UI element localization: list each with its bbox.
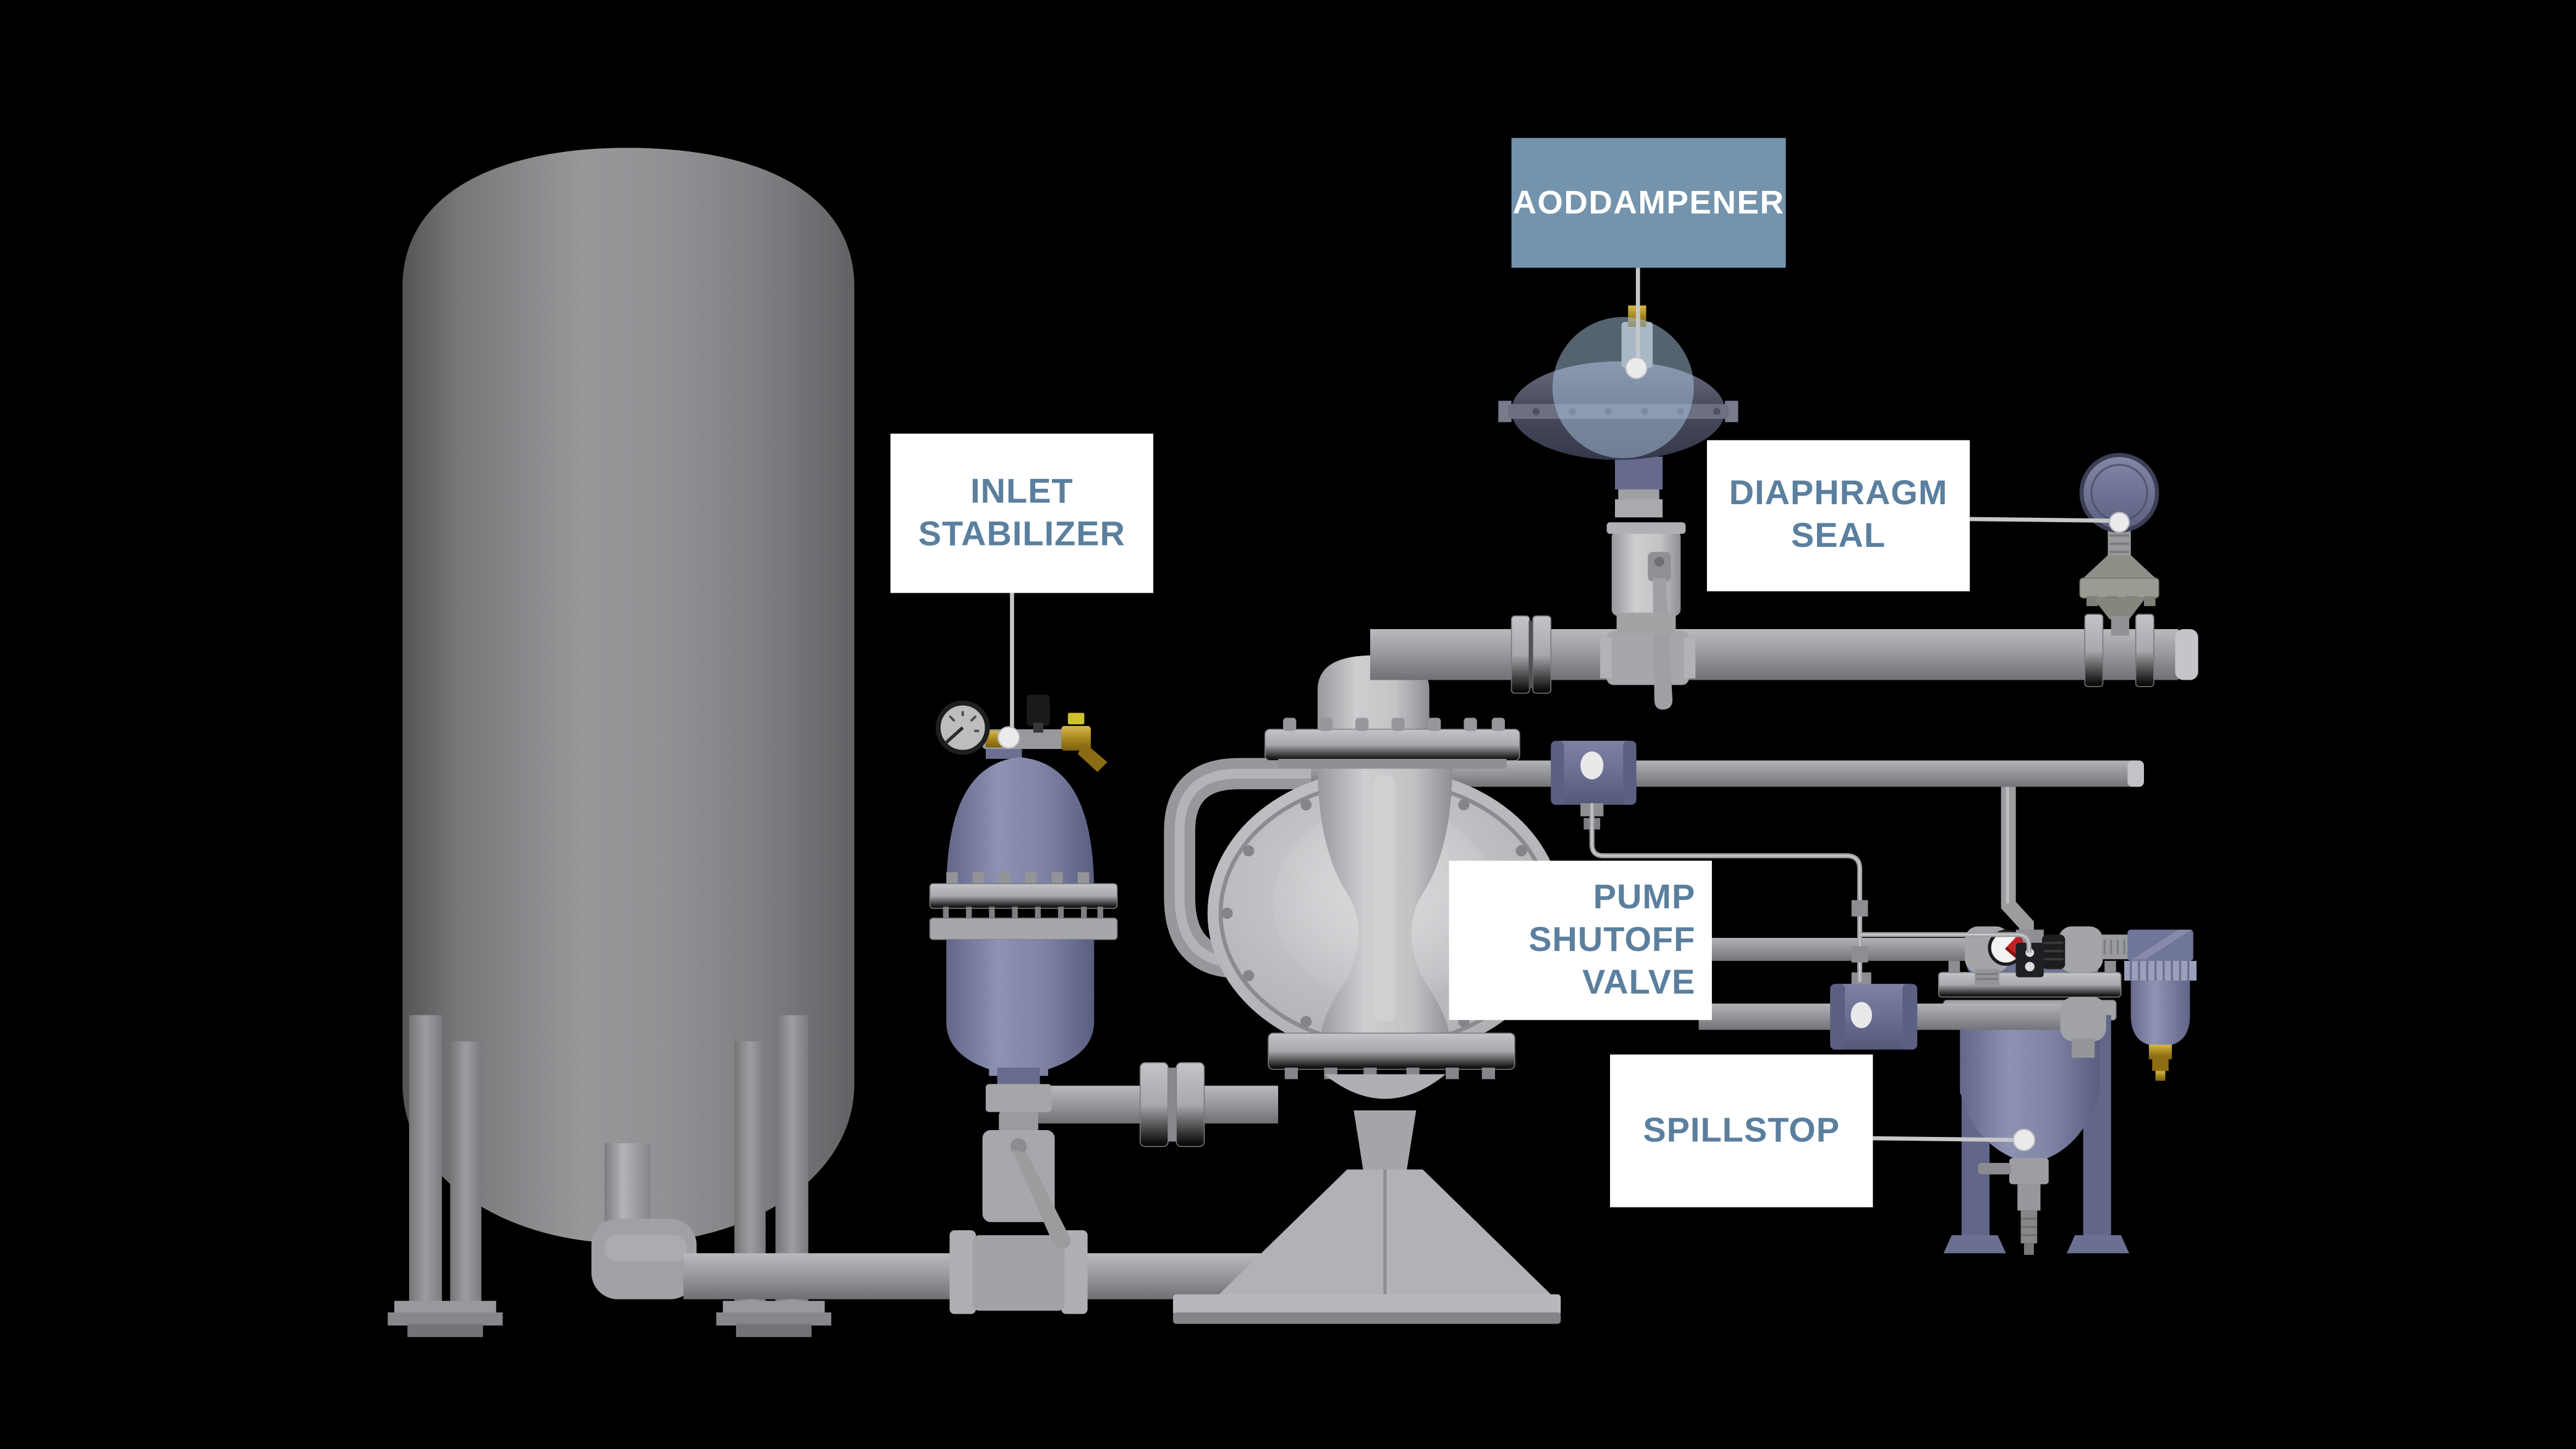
pipe-coupling-flange	[1139, 1062, 1169, 1147]
air-sensing-tubing	[1589, 803, 2032, 982]
callout-pump-shutoff-valve: PUMP SHUTOFF VALVE	[1449, 860, 1712, 1020]
valve-lever	[1012, 1149, 1071, 1249]
stabilizer-flange	[929, 872, 1118, 940]
pump-suction-pipe	[1032, 1062, 1279, 1147]
spillstop-right-elbow	[2058, 926, 2131, 973]
pipe-flange-pair	[1510, 615, 1552, 694]
tank-body	[402, 148, 855, 1244]
dampener-neck	[1615, 456, 1663, 490]
dampener-valve-lever	[1653, 578, 1673, 710]
callout-leader-lines	[1010, 268, 2113, 1143]
callout-aoddampener: AODDAMPENER	[1511, 138, 1786, 268]
spillstop-drain-valve	[1978, 1158, 2049, 1255]
callout-spillstop: SPILLSTOP	[1610, 1054, 1873, 1207]
seal-housing-cone	[2083, 555, 2156, 578]
pump-shutoff-valve-lower-line	[1698, 972, 2106, 1058]
stabilizer-pressure-gauge	[935, 700, 990, 755]
inlet-stabilizer	[929, 695, 1118, 1112]
callout-pump-line3: VALVE	[1582, 963, 1696, 1002]
callout-diaphragm-seal: DIAPHRAGM SEAL	[1706, 440, 1970, 591]
seal-housing-flange	[2079, 577, 2159, 599]
pipe-coupling-flange	[1176, 1062, 1205, 1147]
filter-bowl	[2130, 980, 2190, 1047]
aod-dampener	[1498, 305, 1739, 710]
gauge-top-valve-knob	[1027, 695, 1050, 726]
elbow-highlight	[604, 1235, 687, 1262]
callout-inlet-line2: STABILIZER	[918, 515, 1125, 553]
spillstop-cone	[1960, 1091, 2100, 1160]
valve-indicator-dot	[1850, 1002, 1873, 1029]
dampener-tee	[1606, 630, 1689, 685]
pump-top-flange	[1265, 717, 1520, 769]
callout-aoddampener-label: AODDAMPENER	[1512, 185, 1785, 221]
storage-tank	[388, 148, 855, 1337]
callout-pump-line1: PUMP	[1593, 877, 1696, 916]
callout-diaphragm-line1: DIAPHRAGM	[1729, 475, 1948, 513]
callout-pump-line2: SHUTOFF	[1528, 920, 1696, 959]
spillstop-inlet-pipe	[1672, 937, 1972, 961]
pump-bottom-flange	[1268, 1033, 1515, 1099]
callout-spillstop-label: SPILLSTOP	[1643, 1111, 1841, 1149]
callout-inlet-line1: INLET	[970, 472, 1074, 510]
filter-drain-brass	[2148, 1044, 2172, 1060]
diaphragm-seal-assembly	[2079, 452, 2159, 636]
callout-diaphragm-line2: SEAL	[1790, 517, 1886, 556]
stabilizer-dome	[946, 757, 1095, 894]
top-discharge-pipe	[1370, 614, 2198, 694]
pump-center-column	[1317, 765, 1452, 1034]
stabilizer-drain-valve	[949, 1110, 1088, 1314]
pump-shutoff-valve-lower	[1830, 972, 1918, 1050]
tank-outlet-pipe	[604, 1143, 651, 1229]
air-filter	[2124, 929, 2197, 1081]
seal-tee-flanges	[2084, 614, 2154, 687]
callout-anchor-dots	[997, 357, 2130, 1152]
callout-inlet-stabilizer: INLET STABILIZER	[890, 433, 1154, 593]
stabilizer-lower-body	[946, 939, 1095, 1076]
dampener-highlight-circle	[1552, 317, 1694, 458]
pump-pedestal	[1172, 1110, 1561, 1324]
valve-indicator-dot	[1580, 751, 1604, 780]
